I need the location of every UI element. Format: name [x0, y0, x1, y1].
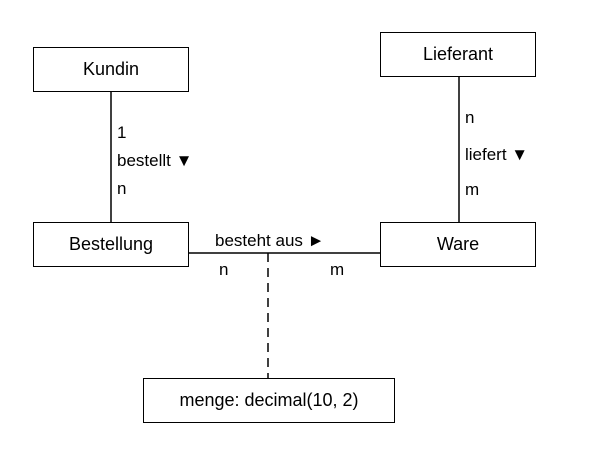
liefert-bottom-cardinality: m [465, 180, 480, 199]
entity-lieferant: Lieferant [380, 32, 536, 77]
attribute-box: menge: decimal(10, 2) [143, 378, 395, 423]
bestellt-relation-label: bestellt ▼ [117, 151, 193, 170]
besteht-aus-left-cardinality: n [219, 260, 229, 279]
attribute-label: menge: decimal(10, 2) [179, 390, 359, 410]
bestellt-bottom-cardinality: n [117, 179, 127, 198]
entity-kundin: Kundin [33, 47, 189, 92]
liefert-relation-label: liefert ▼ [465, 145, 529, 164]
entity-ware-label: Ware [436, 234, 480, 254]
besteht-aus-right-cardinality: m [330, 260, 345, 279]
liefert-top-cardinality: n [465, 108, 475, 127]
entity-bestellung: Bestellung [33, 222, 189, 267]
besteht-aus-relation-label: besteht aus ► [215, 231, 325, 250]
entity-ware: Ware [380, 222, 536, 267]
entity-kundin-label: Kundin [82, 59, 140, 79]
entity-bestellung-label: Bestellung [68, 234, 154, 254]
bestellt-top-cardinality: 1 [117, 123, 127, 142]
entity-lieferant-label: Lieferant [422, 44, 494, 64]
